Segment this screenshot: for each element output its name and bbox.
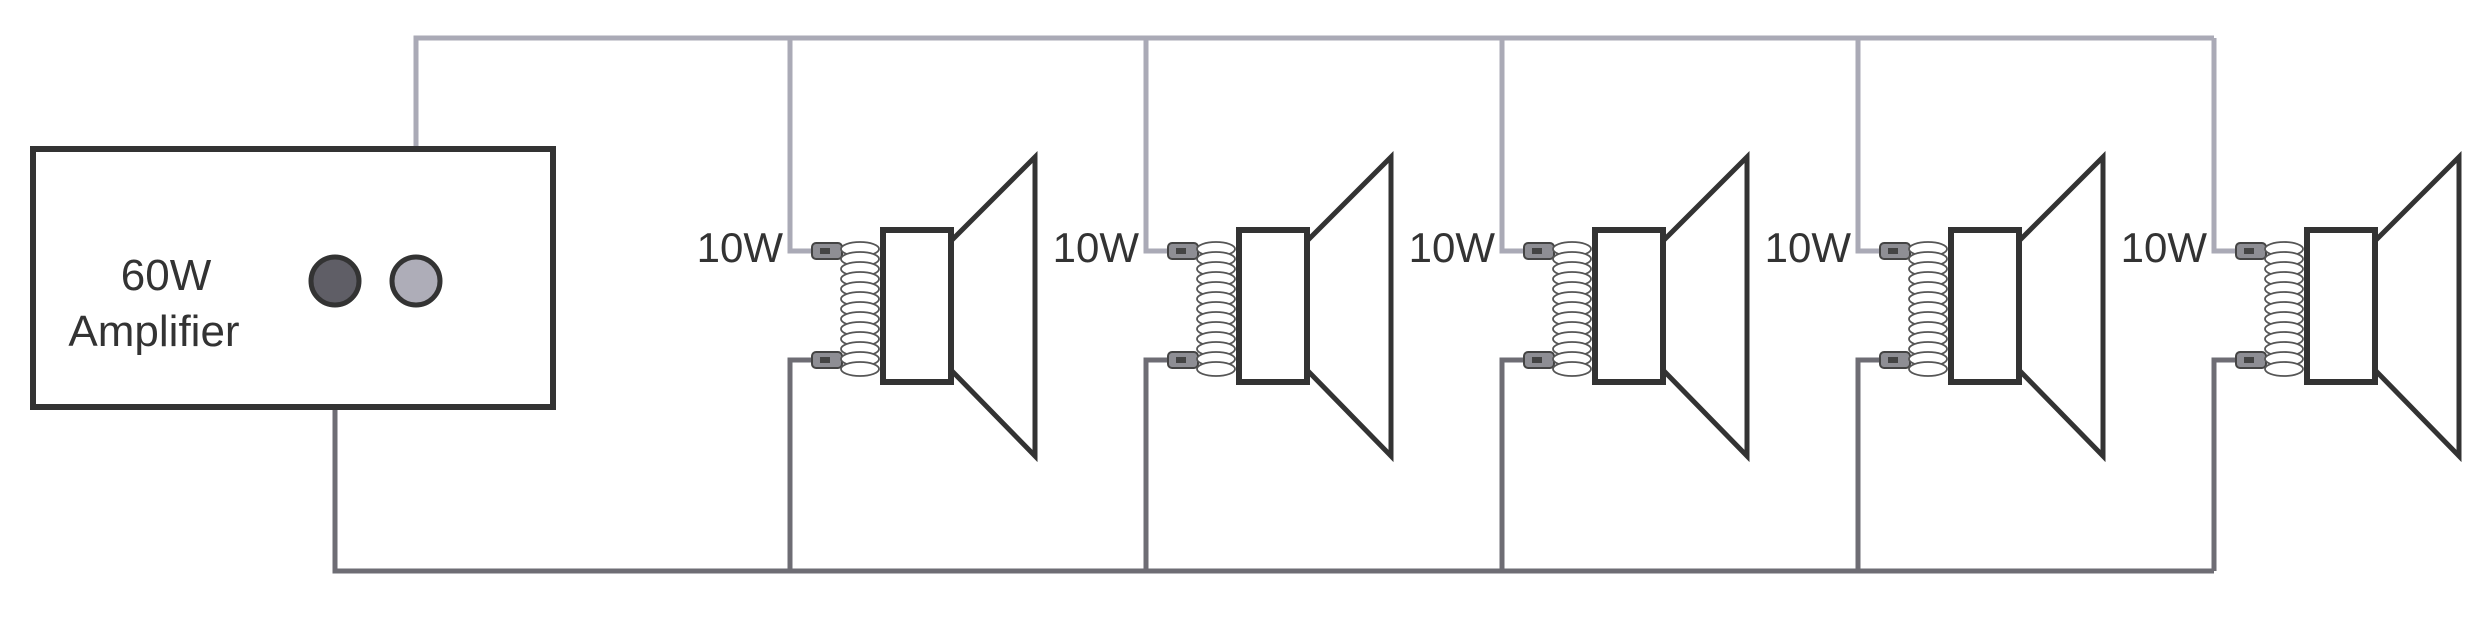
speaker-voice-coil — [1196, 241, 1236, 377]
speaker-negative-lug — [1167, 351, 1199, 369]
speaker-negative-lug — [2235, 351, 2267, 369]
speaker-positive-lug — [1879, 242, 1911, 260]
speaker-negative-lug — [811, 351, 843, 369]
speaker-cone — [2016, 150, 2106, 463]
amplifier-negative-terminal[interactable] — [308, 254, 362, 308]
speaker-magnet — [1592, 227, 1666, 385]
speaker: 10W — [2121, 150, 2462, 463]
amplifier-box — [30, 146, 556, 410]
speaker-magnet — [2304, 227, 2378, 385]
speaker-negative-lug — [1879, 351, 1911, 369]
speaker-cone — [2372, 150, 2462, 463]
speaker-positive-lug — [1523, 242, 1555, 260]
speaker-voice-coil — [2264, 241, 2304, 377]
amplifier: 60W Amplifier — [30, 146, 556, 410]
speaker: 10W — [697, 150, 1038, 463]
speakers: 10W 10W 10W 10W 10W — [697, 150, 2462, 463]
speaker-power-label: 10W — [1053, 224, 1140, 271]
speaker-cone — [1304, 150, 1394, 463]
speaker-power-label: 10W — [2121, 224, 2208, 271]
wires — [332, 35, 2242, 574]
amplifier-power-label: 60W — [121, 251, 212, 300]
speaker-voice-coil — [1908, 241, 1948, 377]
speaker-positive-lug — [1167, 242, 1199, 260]
speaker-voice-coil — [840, 241, 880, 377]
speaker-magnet — [1236, 227, 1310, 385]
speaker-voice-coil — [1552, 241, 1592, 377]
speaker-power-label: 10W — [1409, 224, 1496, 271]
positive-wire-bus — [413, 35, 2242, 257]
speaker-power-label: 10W — [1765, 224, 1852, 271]
speaker-magnet — [1948, 227, 2022, 385]
speaker: 10W — [1053, 150, 1394, 463]
speaker: 10W — [1409, 150, 1750, 463]
speaker-cone — [948, 150, 1038, 463]
speaker-power-label: 10W — [697, 224, 784, 271]
speaker-positive-lug — [2235, 242, 2267, 260]
negative-wire-bus — [332, 305, 2242, 574]
speaker-cone — [1660, 150, 1750, 463]
amplifier-positive-terminal[interactable] — [389, 254, 443, 308]
speaker-negative-lug — [1523, 351, 1555, 369]
speaker: 10W — [1765, 150, 2106, 463]
amplifier-name-label: Amplifier — [68, 307, 239, 356]
speaker-positive-lug — [811, 242, 843, 260]
speaker-magnet — [880, 227, 954, 385]
